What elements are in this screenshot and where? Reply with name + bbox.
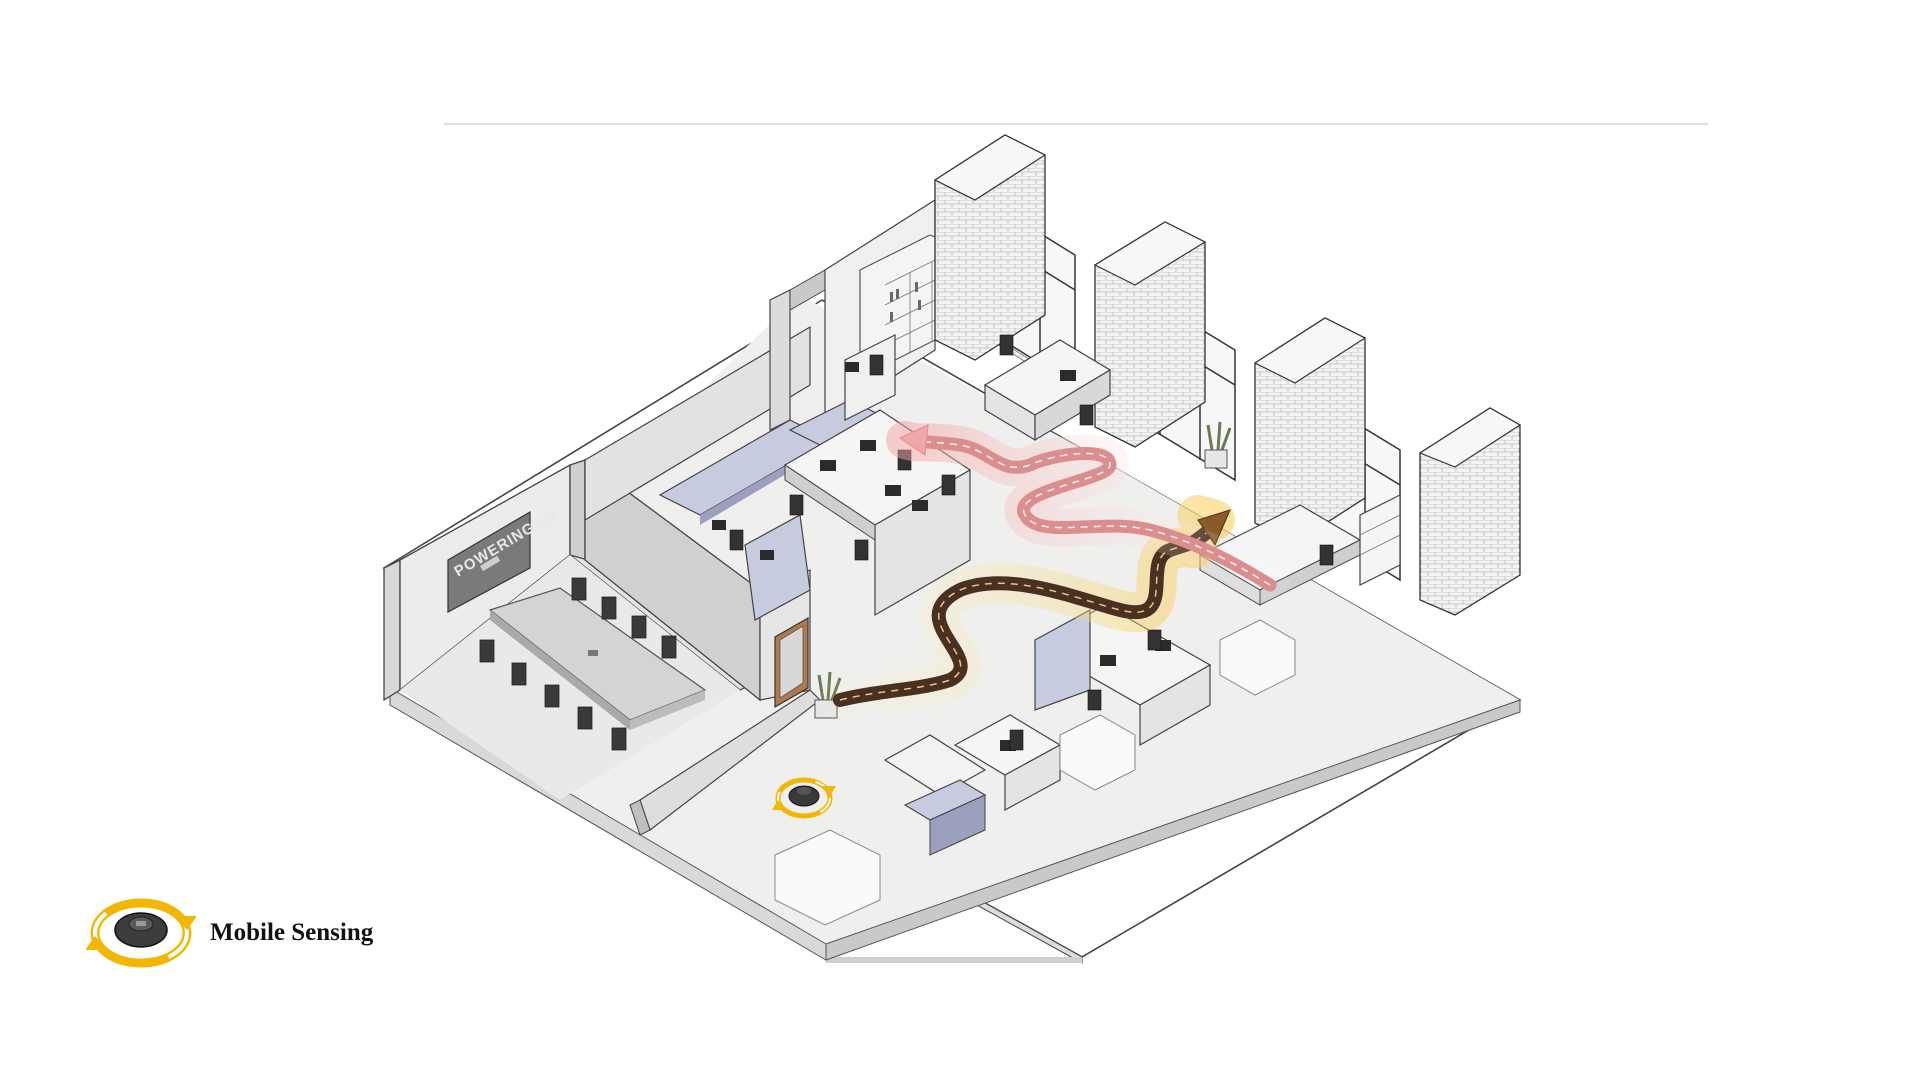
meeting-room-door bbox=[774, 616, 809, 709]
legend-label: Mobile Sensing bbox=[210, 919, 374, 946]
light-route-path bbox=[886, 421, 1289, 604]
storage-units bbox=[774, 619, 1296, 926]
meeting-chairs bbox=[479, 577, 677, 751]
window-wall bbox=[933, 134, 1522, 616]
robot-vacuum-rotation-icon bbox=[86, 898, 196, 968]
reception-counter bbox=[883, 734, 987, 856]
meeting-room-walls bbox=[383, 458, 821, 836]
file-cabinets bbox=[1359, 494, 1401, 586]
robot-vacuum-in-scene bbox=[772, 777, 836, 819]
legend: Mobile Sensing bbox=[86, 888, 373, 978]
meeting-table bbox=[488, 587, 707, 730]
office-chairs bbox=[729, 334, 1334, 751]
workstations-right-top bbox=[983, 339, 1112, 442]
workstations-bottom bbox=[953, 714, 1062, 812]
workstations-right-bottom bbox=[1033, 604, 1212, 747]
workstations-center bbox=[783, 409, 972, 617]
